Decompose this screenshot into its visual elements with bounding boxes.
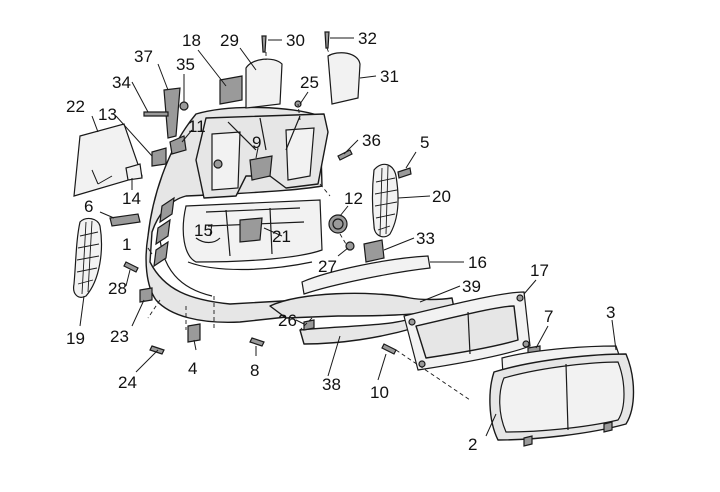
callout-35: 35	[176, 55, 195, 74]
part-connector	[363, 239, 385, 263]
callout-23: 23	[110, 327, 129, 346]
part-bracket	[219, 75, 243, 105]
callout-2: 2	[468, 435, 477, 454]
part-rod	[163, 87, 181, 139]
callout-30: 30	[286, 31, 305, 50]
callout-38: 38	[322, 375, 341, 394]
callout-37: 37	[134, 47, 153, 66]
part-screw-8	[249, 337, 265, 347]
callout-leaders	[79, 37, 617, 437]
part-round-cap-inner	[332, 218, 344, 230]
part-headlight-lens	[489, 353, 635, 447]
part-washer-35	[179, 101, 189, 111]
part-cap-cover	[327, 52, 361, 105]
callout-36: 36	[362, 131, 381, 150]
part-clip-23	[139, 287, 153, 303]
callout-19: 19	[66, 329, 85, 348]
assembly-guide-lines	[147, 47, 471, 401]
part-upper-frame	[195, 113, 329, 199]
callout-22: 22	[66, 97, 85, 116]
callout-32: 32	[358, 29, 377, 48]
part-clip-26	[303, 319, 315, 331]
part-hinge-11	[169, 135, 187, 155]
callout-7: 7	[544, 307, 553, 326]
callout-24: 24	[118, 373, 137, 392]
callout-11: 11	[188, 117, 206, 136]
callout-18: 18	[182, 31, 201, 50]
part-round-cap	[328, 214, 348, 234]
part-screw-32	[324, 31, 330, 49]
callout-39: 39	[462, 277, 481, 296]
callout-4: 4	[188, 359, 197, 378]
part-right-grille	[371, 163, 399, 238]
part-left-grille	[73, 217, 103, 298]
callout-33: 33	[416, 229, 435, 248]
callout-25: 25	[300, 73, 319, 92]
part-bolt-34	[143, 111, 169, 117]
callout-21: 21	[272, 227, 291, 246]
part-screw-24	[149, 345, 165, 355]
part-headlight-frame	[403, 291, 531, 371]
callout-15: 15	[194, 221, 213, 240]
callout-1: 1	[122, 235, 131, 254]
callout-28: 28	[108, 279, 127, 298]
callout-20: 20	[432, 187, 451, 206]
callout-10: 10	[370, 383, 389, 402]
part-latch-13	[151, 147, 167, 167]
callout-31: 31	[380, 67, 399, 86]
callout-5: 5	[420, 133, 429, 152]
callout-9: 9	[252, 133, 261, 152]
part-top-cover	[245, 58, 283, 109]
callout-17: 17	[530, 261, 549, 280]
callout-labels: 1 2 3 4 5 6 7 8 9 10 11 12 13 14 15 16 1…	[66, 29, 615, 454]
callout-29: 29	[220, 31, 239, 50]
callout-27: 27	[318, 257, 337, 276]
callout-3: 3	[606, 303, 615, 322]
callout-8: 8	[250, 361, 259, 380]
part-screw-28	[123, 261, 139, 273]
callout-16: 16	[468, 253, 487, 272]
part-screw-36	[337, 149, 353, 161]
part-headlight-lens-split	[565, 363, 569, 431]
callout-14: 14	[122, 189, 141, 208]
part-clip-4	[187, 323, 201, 343]
callout-6: 6	[84, 197, 93, 216]
part-latch-14	[125, 163, 143, 181]
part-bottom-cover	[299, 317, 415, 345]
part-lower-trim	[269, 292, 455, 319]
part-screw-5	[397, 167, 412, 179]
callout-12: 12	[344, 189, 363, 208]
part-clip	[109, 213, 141, 227]
part-panel-sheet-mark	[91, 169, 113, 185]
part-strip	[301, 255, 431, 295]
callout-13: 13	[98, 105, 117, 124]
part-screw-10	[381, 343, 397, 355]
part-headlight-frame-split	[467, 311, 471, 355]
callout-34: 34	[112, 73, 131, 92]
part-screw-30	[261, 35, 267, 53]
callout-26: 26	[278, 311, 297, 330]
